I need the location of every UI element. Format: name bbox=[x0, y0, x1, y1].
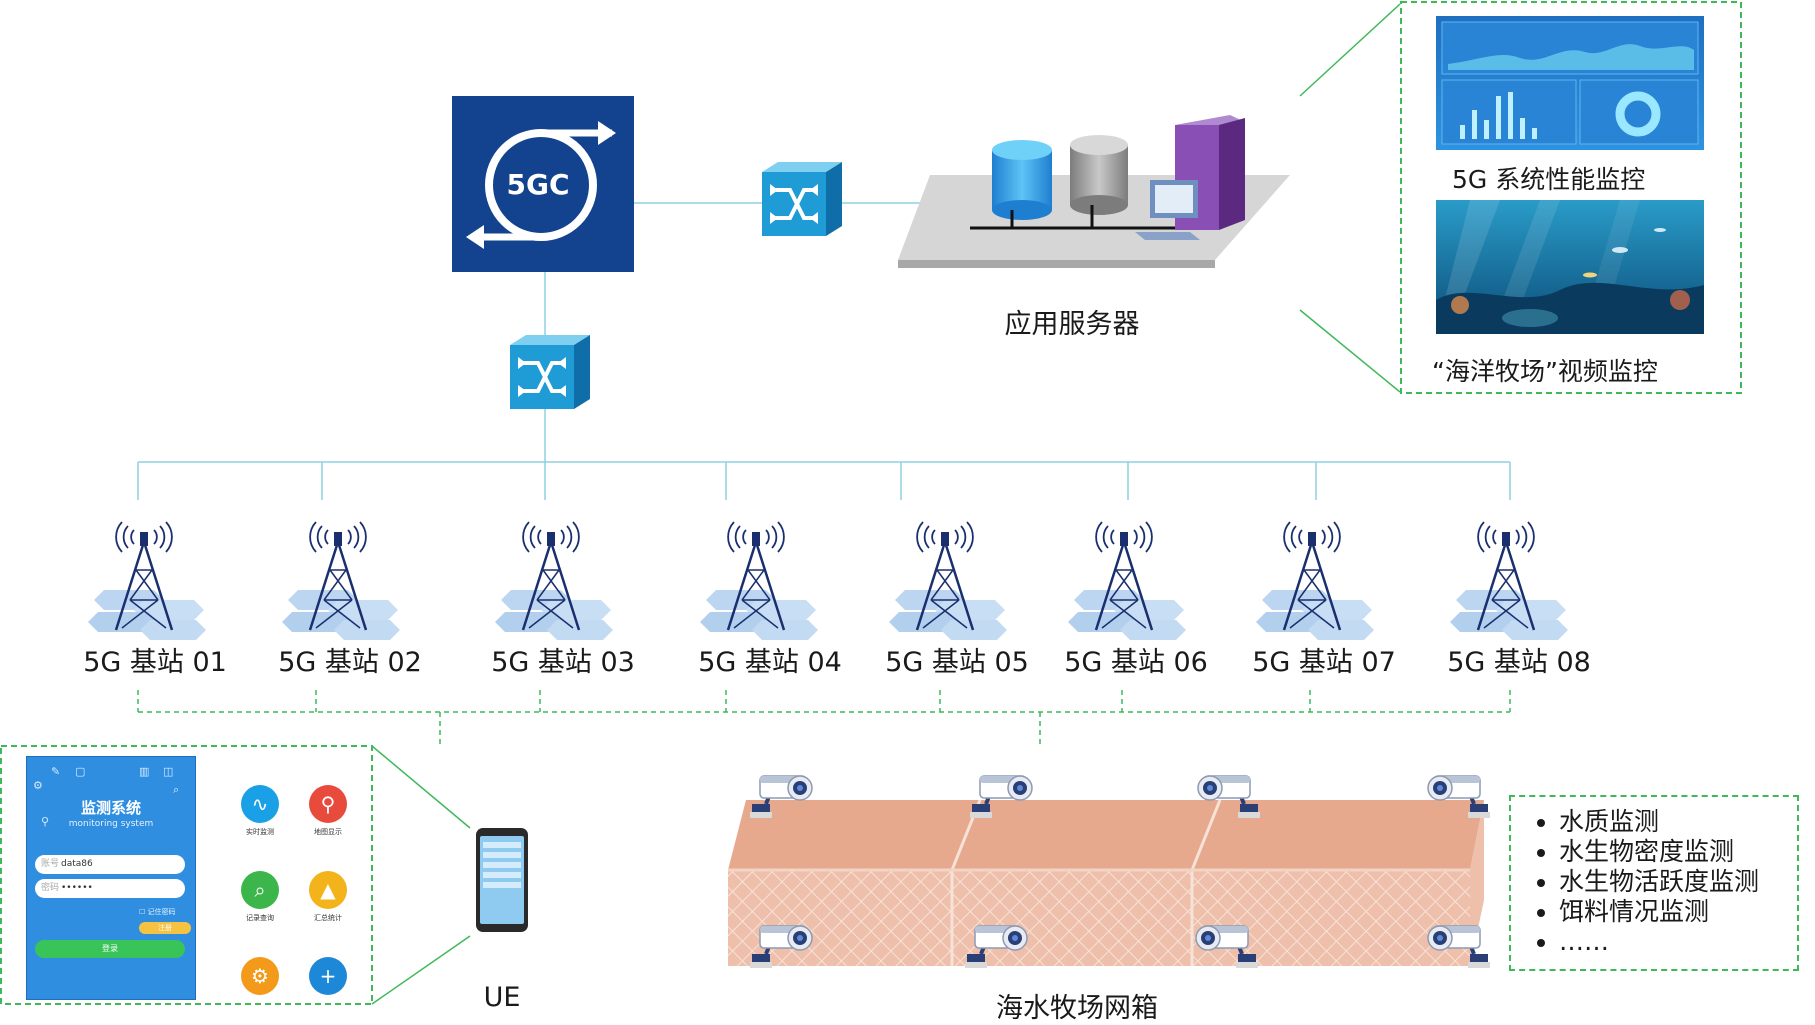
base-station-label-02: 5G 基站 02 bbox=[278, 647, 422, 678]
camera-icon[interactable] bbox=[1195, 925, 1258, 968]
add-button[interactable]: + bbox=[298, 957, 358, 995]
base-station-tower-icon[interactable] bbox=[495, 521, 613, 640]
app-function-grid: ∿ 实时监测 ⚲ 地图显示 ⌕ 记录查询 ▲ 汇总统计 ⚙ + bbox=[230, 785, 370, 1005]
camera-icon[interactable] bbox=[1427, 925, 1490, 968]
gear-icon: ⚙ bbox=[241, 957, 279, 995]
camera-icon[interactable] bbox=[965, 925, 1028, 968]
briefcase-icon[interactable]: ◫ bbox=[163, 765, 174, 778]
callout-line bbox=[371, 935, 471, 1005]
base-station-tower-icon[interactable] bbox=[88, 521, 206, 640]
callout-line bbox=[1299, 309, 1401, 393]
password-input[interactable]: 密码 •••••• bbox=[35, 879, 185, 898]
camera-icon[interactable] bbox=[1197, 775, 1260, 818]
ue-label: UE bbox=[483, 982, 521, 1013]
feature-item: 水生物活跃度监测 bbox=[1559, 867, 1797, 897]
base-station-tower-icon[interactable] bbox=[889, 521, 1007, 640]
summary-stats-button[interactable]: ▲ 汇总统计 bbox=[298, 871, 358, 923]
camera-icon[interactable] bbox=[970, 775, 1033, 818]
remember-password-checkbox[interactable]: ☐ 记住密码 bbox=[139, 908, 176, 916]
callout-line bbox=[1299, 3, 1401, 97]
network-links bbox=[137, 202, 1511, 500]
settings-button[interactable]: ⚙ bbox=[230, 957, 290, 995]
core-network-block[interactable] bbox=[452, 96, 634, 272]
monitoring-panel bbox=[1400, 1, 1742, 394]
app-label: 实时监测 bbox=[246, 828, 274, 836]
server-label: 应用服务器 bbox=[1004, 309, 1140, 340]
switch-icon bbox=[510, 335, 590, 409]
username-label: 账号 bbox=[41, 859, 60, 869]
location-icon: ⚲ bbox=[41, 815, 50, 828]
ocean-video-thumbnail[interactable] bbox=[1436, 200, 1704, 334]
base-station-label-07: 5G 基站 07 bbox=[1252, 647, 1396, 678]
base-station-label-03: 5G 基站 03 bbox=[491, 647, 635, 678]
feature-item: …… bbox=[1559, 927, 1797, 957]
base-station-label-01: 5G 基站 01 bbox=[83, 647, 227, 678]
register-button[interactable]: 注册 bbox=[139, 922, 191, 934]
chart-icon[interactable]: ▥ bbox=[139, 765, 150, 778]
password-value: •••••• bbox=[61, 883, 93, 893]
performance-caption: 5G 系统性能监控 bbox=[1452, 165, 1646, 194]
monitoring-feature-list: 水质监测 水生物密度监测 水生物活跃度监测 饵料情况监测 …… bbox=[1509, 795, 1799, 971]
base-station-tower-icon[interactable] bbox=[1068, 521, 1186, 640]
document-icon[interactable]: ▢ bbox=[75, 765, 86, 778]
edit-icon[interactable]: ✎ bbox=[51, 765, 61, 778]
settings-icon[interactable]: ⚙ bbox=[33, 779, 43, 792]
feature-item: 水质监测 bbox=[1559, 807, 1797, 837]
application-server-icon[interactable] bbox=[898, 115, 1290, 268]
cage-label: 海水牧场网箱 bbox=[996, 993, 1158, 1024]
base-station-tower-icon[interactable] bbox=[282, 521, 400, 640]
smartphone-icon[interactable] bbox=[476, 828, 528, 932]
base-station-tower-icon[interactable] bbox=[1256, 521, 1374, 640]
password-label: 密码 bbox=[41, 883, 60, 893]
core-label: 5GC bbox=[506, 168, 570, 201]
app-subtitle: monitoring system bbox=[68, 819, 154, 829]
app-label: 地图显示 bbox=[314, 828, 342, 836]
base-station-label-08: 5G 基站 08 bbox=[1447, 647, 1591, 678]
login-button[interactable]: 登录 bbox=[35, 940, 185, 958]
pulse-icon: ∿ bbox=[241, 785, 279, 823]
base-station-towers bbox=[88, 521, 1568, 640]
remember-label: 记住密码 bbox=[147, 908, 176, 916]
username-input[interactable]: 账号 data86 bbox=[35, 855, 185, 874]
base-station-tower-icon[interactable] bbox=[700, 521, 818, 640]
feature-item: 水生物密度监测 bbox=[1559, 837, 1797, 867]
chart-icon: ▲ bbox=[309, 871, 347, 909]
base-station-label-05: 5G 基站 05 bbox=[885, 647, 1029, 678]
base-station-tower-icon[interactable] bbox=[1450, 521, 1568, 640]
ue-app-panel bbox=[0, 745, 373, 1005]
realtime-monitor-button[interactable]: ∿ 实时监测 bbox=[230, 785, 290, 837]
feature-item: 饵料情况监测 bbox=[1559, 897, 1797, 927]
record-query-button[interactable]: ⌕ 记录查询 bbox=[230, 871, 290, 923]
search-icon[interactable]: ⌕ bbox=[173, 783, 180, 796]
plus-icon: + bbox=[309, 957, 347, 995]
surveillance-cameras bbox=[750, 775, 1490, 968]
username-value: data86 bbox=[61, 859, 93, 869]
base-station-label-04: 5G 基站 04 bbox=[698, 647, 842, 678]
camera-icon[interactable] bbox=[750, 925, 813, 968]
performance-dashboard-thumbnail[interactable] bbox=[1436, 16, 1704, 150]
wireless-coverage-lines bbox=[137, 690, 1511, 746]
app-title: 监测系统 bbox=[80, 799, 141, 817]
camera-icon[interactable] bbox=[1427, 775, 1490, 818]
sea-cage-net[interactable] bbox=[728, 799, 1484, 966]
search-icon: ⌕ bbox=[241, 871, 279, 909]
app-login-screen: ✎ ▢ ▥ ◫ ⚙ ⌕ ⚲ 监测系统 monitoring system 账号 … bbox=[26, 756, 196, 1000]
map-display-button[interactable]: ⚲ 地图显示 bbox=[298, 785, 358, 837]
map-pin-icon: ⚲ bbox=[309, 785, 347, 823]
app-label: 汇总统计 bbox=[314, 914, 342, 922]
video-caption: “海洋牧场”视频监控 bbox=[1432, 357, 1658, 386]
base-station-label-06: 5G 基站 06 bbox=[1064, 647, 1208, 678]
camera-icon[interactable] bbox=[750, 775, 813, 818]
callout-line bbox=[371, 745, 471, 829]
app-label: 记录查询 bbox=[246, 914, 274, 922]
switch-icon bbox=[762, 162, 842, 236]
